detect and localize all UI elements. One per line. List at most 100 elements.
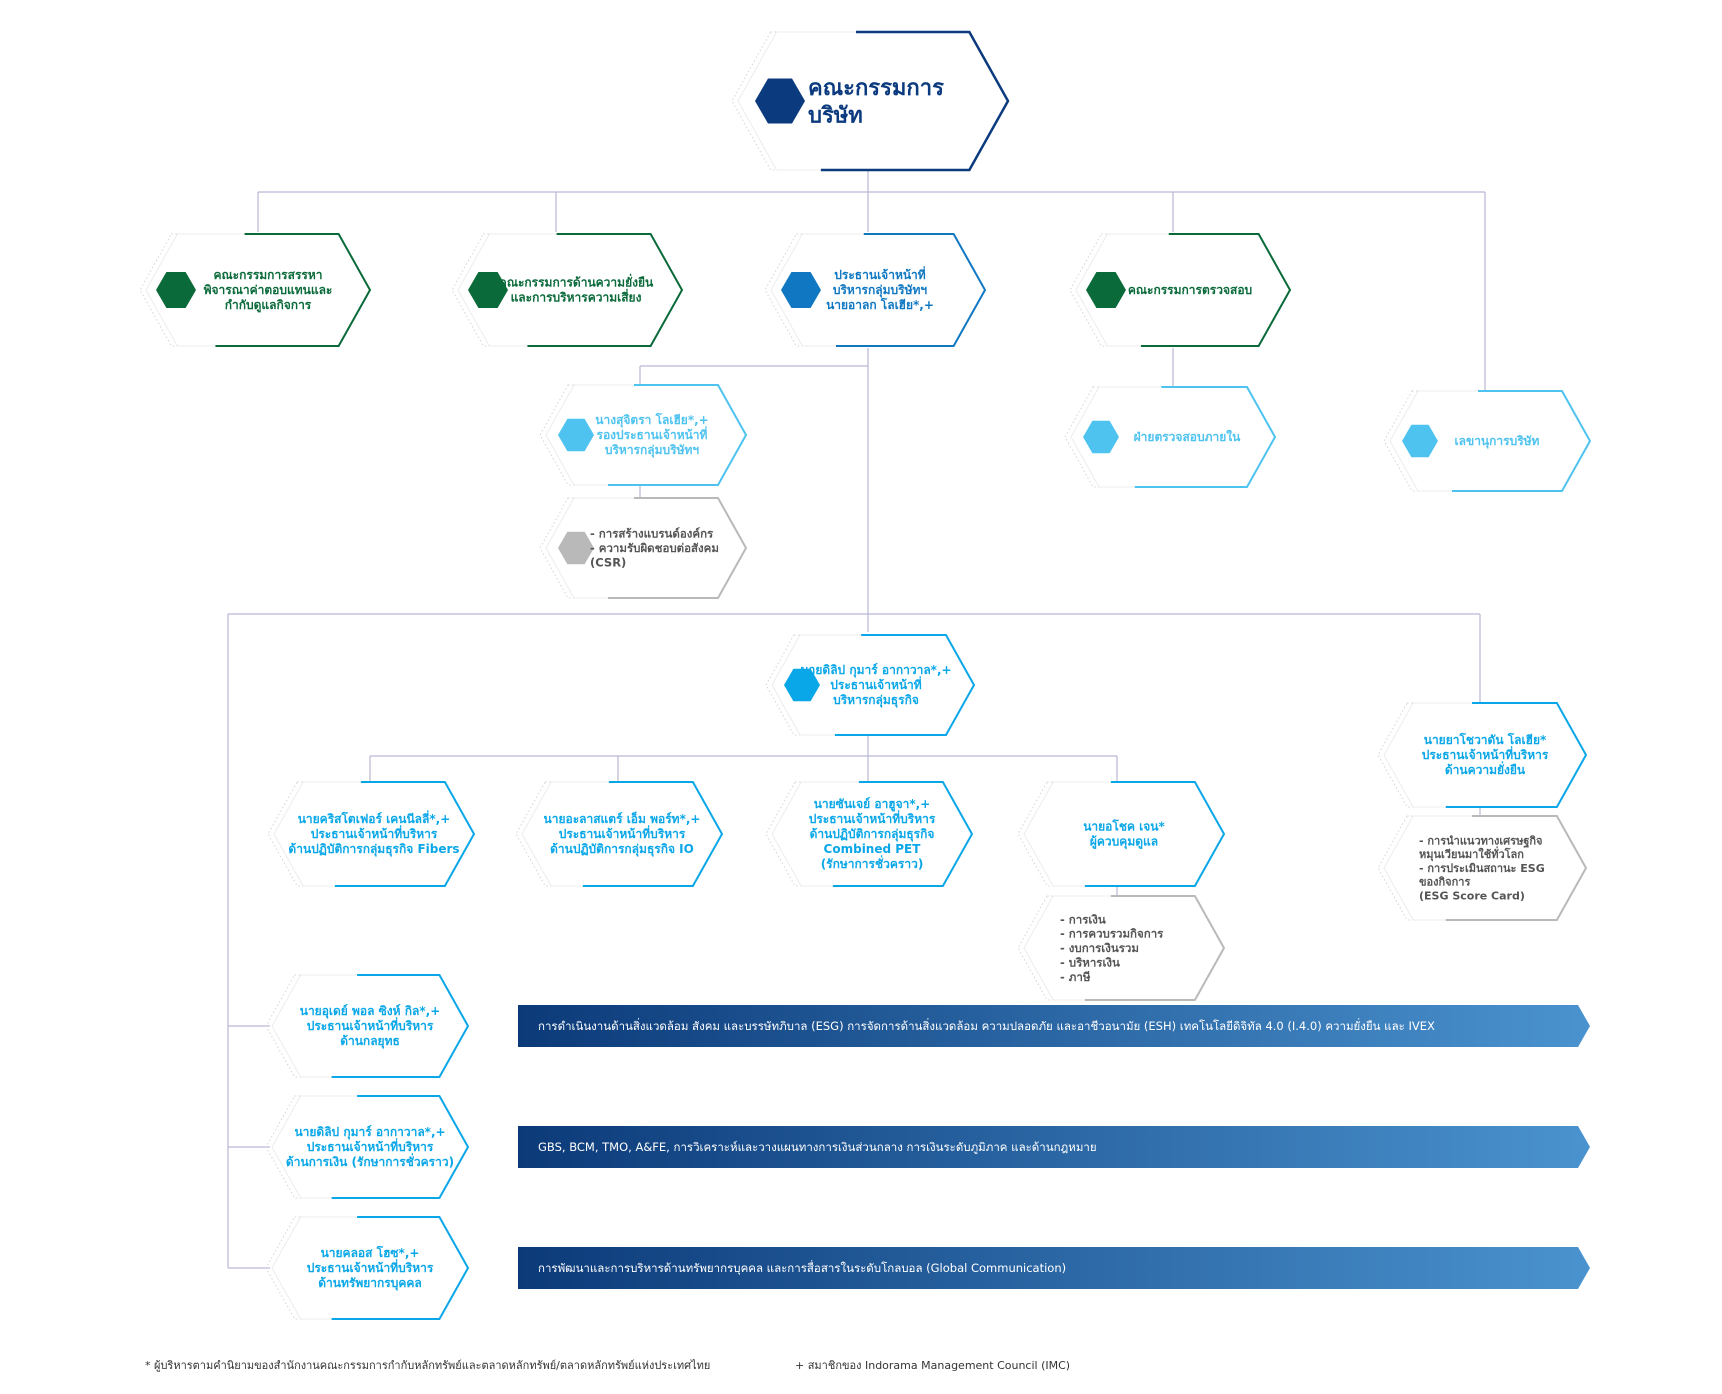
node-text-line: Combined PET bbox=[824, 842, 922, 856]
node-text-line: ฝ่ายตรวจสอบภายใน bbox=[1134, 429, 1241, 444]
vice-ceo-node: นางสุจิตรา โลเฮีย*,+รองประธานเจ้าหน้าที่… bbox=[539, 384, 748, 486]
node-text-line: ประธานเจ้าหน้าที่ bbox=[830, 676, 921, 692]
business-ceo-node: นายดิลิป กุมาร์ อากาวาล*,+ประธานเจ้าหน้า… bbox=[765, 634, 976, 736]
node-accent-edge bbox=[527, 233, 684, 347]
node-text-line: ด้านความยั่งยืน bbox=[1445, 761, 1526, 777]
node-text-line: ประธานเจ้าหน้าที่บริหาร bbox=[307, 1259, 434, 1275]
footnote-imc: + สมาชิกของ Indorama Management Council … bbox=[795, 1359, 1071, 1372]
hexagon-icon bbox=[1402, 424, 1438, 458]
node-text-line: นายดิลิป กุมาร์ อากาวาล*,+ bbox=[294, 1125, 445, 1140]
function-bar: GBS, BCM, TMO, A&FE, การวิเคราะห์และวางแ… bbox=[518, 1126, 1590, 1168]
node-text-line: นายคลอส โฮซ*,+ bbox=[321, 1245, 420, 1260]
node-text-line: - การสร้างแบรนด์องค์กร bbox=[590, 527, 714, 541]
node-text-line: นายซันเจย์ อาฮูจา*,+ bbox=[814, 797, 931, 812]
node-accent-edge bbox=[331, 974, 470, 1078]
function-bars: การดำเนินงานด้านสิ่งแวดล้อม สังคม และบรร… bbox=[518, 1005, 1590, 1289]
hexagon-icon bbox=[1083, 420, 1119, 454]
group-ceo-node: ประธานเจ้าหน้าที่บริหารกลุ่มบริษัทฯนายอา… bbox=[764, 233, 987, 347]
node-text-line: ด้านปฏิบัติการกลุ่มธุรกิจ Fibers bbox=[288, 842, 459, 857]
node-text-line: - การประเมินสถานะ ESG bbox=[1419, 862, 1545, 875]
node-text-line: บริหารกลุ่มบริษัทฯ bbox=[833, 283, 928, 298]
function-bar: การพัฒนาและการบริหารด้านทรัพยากรบุคคล แล… bbox=[518, 1247, 1590, 1289]
node-text-line: คณะกรรมการ bbox=[808, 76, 944, 101]
node-accent-edge bbox=[582, 781, 724, 887]
node-text-line: ผู้ควบคุมดูแล bbox=[1090, 835, 1158, 850]
node-text-line: นายอโชค เจน* bbox=[1083, 819, 1165, 834]
node-text-line: และการบริหารความเสี่ยง bbox=[511, 289, 642, 305]
business-unit-node: นายซันเจย์ อาฮูจา*,+ประธานเจ้าหน้าที่บริ… bbox=[765, 781, 974, 887]
sustainability-head-node: นายยาโชวาดัน โลเฮีย*ประธานเจ้าหน้าที่บริ… bbox=[1377, 702, 1588, 808]
node-accent-edge bbox=[820, 30, 1010, 172]
hexagon-icon bbox=[1086, 272, 1126, 308]
node-text-line: (ESG Score Card) bbox=[1419, 889, 1525, 902]
sustainability-duties-node: - การนำแนวทางเศรษฐกิจหมุนเวียนมาใช้ทั่วโ… bbox=[1377, 815, 1588, 921]
function-bar: การดำเนินงานด้านสิ่งแวดล้อม สังคม และบรร… bbox=[518, 1005, 1590, 1047]
business-unit-node: นายอโชค เจน*ผู้ควบคุมดูแล bbox=[1017, 781, 1226, 887]
function-bar-text: GBS, BCM, TMO, A&FE, การวิเคราะห์และวางแ… bbox=[538, 1140, 1097, 1154]
functional-head-node: นายอุเดย์ พอล ซิงห์ กิล*,+ประธานเจ้าหน้า… bbox=[265, 974, 470, 1078]
node-text-line: ประธานเจ้าหน้าที่บริหาร bbox=[1422, 746, 1549, 762]
function-bar-text: การดำเนินงานด้านสิ่งแวดล้อม สังคม และบรร… bbox=[538, 1018, 1435, 1033]
node-text-line: ประธานเจ้าหน้าที่บริหาร bbox=[559, 825, 686, 841]
nodes: คณะกรรมการบริษัทคณะกรรมการสรรหาพิจารณาค่… bbox=[139, 30, 1592, 1320]
node-accent-edge bbox=[834, 634, 976, 736]
node-text-line: ประธานเจ้าหน้าที่บริหาร bbox=[307, 1138, 434, 1154]
node-accent-edge bbox=[832, 781, 974, 887]
node-accent-edge bbox=[331, 1095, 470, 1199]
connector-lines bbox=[227, 170, 1486, 1269]
node-text-line: ประธานเจ้าหน้าที่บริหาร bbox=[307, 1017, 434, 1033]
node-text-line: ด้านการเงิน (รักษาการชั่วคราว) bbox=[286, 1153, 454, 1169]
node-text-line: พิจารณาค่าตอบแทนและ bbox=[204, 283, 333, 297]
node-accent-edge bbox=[334, 781, 476, 887]
node-accent-edge bbox=[1445, 815, 1588, 921]
function-bar-text: การพัฒนาและการบริหารด้านทรัพยากรบุคคล แล… bbox=[538, 1260, 1066, 1275]
business-unit-node: นายคริสโตเฟอร์ เคนนีลลี่*,+ประธานเจ้าหน้… bbox=[267, 781, 476, 887]
node-text-line: ประธานเจ้าหน้าที่ bbox=[834, 266, 925, 282]
hexagon-icon bbox=[558, 531, 594, 565]
hexagon-icon bbox=[755, 78, 805, 124]
secretary-node: เลขานุการบริษัท bbox=[1383, 390, 1592, 492]
hexagon-icon bbox=[156, 272, 196, 308]
node-ghost-outline bbox=[265, 1216, 463, 1320]
functional-head-node: นายดิลิป กุมาร์ อากาวาล*,+ประธานเจ้าหน้า… bbox=[265, 1095, 470, 1199]
node-accent-edge bbox=[1445, 702, 1588, 808]
node-text-line: นางสุจิตรา โลเฮีย*,+ bbox=[595, 412, 708, 428]
footnote-executive: * ผู้บริหารตามคำนิยามของสำนักงานคณะกรรมก… bbox=[145, 1359, 711, 1372]
node-accent-edge bbox=[835, 233, 987, 347]
node-text-line: นายยาโชวาดัน โลเฮีย* bbox=[1424, 732, 1547, 747]
node-text-line: - การนำแนวทางเศรษฐกิจ bbox=[1419, 834, 1543, 848]
node-text-line: - การเงิน bbox=[1060, 912, 1106, 926]
node-text-line: ด้านกลยุทธ bbox=[340, 1034, 400, 1049]
node-text-line: - การควบรวมกิจการ bbox=[1060, 927, 1164, 941]
hexagon-icon bbox=[781, 272, 821, 308]
node-accent-edge bbox=[331, 1216, 470, 1320]
node-accent-edge bbox=[1452, 390, 1592, 492]
node-text-line: บริหารกลุ่มธุรกิจ bbox=[833, 693, 919, 708]
node-accent-edge bbox=[1134, 386, 1277, 488]
node-text-line: บริหารกลุ่มบริษัทฯ bbox=[605, 443, 700, 458]
node-text-line: นายดิลิป กุมาร์ อากาวาล*,+ bbox=[800, 663, 951, 678]
hexagon-icon bbox=[784, 668, 820, 702]
node-text-line: นายอุเดย์ พอล ซิงห์ กิล*,+ bbox=[300, 1004, 441, 1019]
node-text-line: - บริหารเงิน bbox=[1060, 955, 1120, 969]
function-bar-shape bbox=[518, 1126, 1590, 1168]
node-text-line: รองประธานเจ้าหน้าที่ bbox=[597, 426, 708, 442]
node-text-line: หมุนเวียนมาใช้ทั่วโลก bbox=[1419, 846, 1524, 862]
node-text-line: (รักษาการชั่วคราว) bbox=[821, 855, 924, 871]
node-text-line: นายอะลาสแตร์ เอ็ม พอร์ท*,+ bbox=[544, 811, 701, 826]
node-ghost-outline bbox=[265, 1095, 463, 1199]
node-text-line: ด้านทรัพยากรบุคคล bbox=[318, 1276, 422, 1291]
internal-audit-node: ฝ่ายตรวจสอบภายใน bbox=[1064, 386, 1277, 488]
node-text-line: คณะกรรมการสรรหา bbox=[214, 268, 323, 282]
node-accent-edge bbox=[608, 497, 748, 599]
node-accent-edge bbox=[1140, 233, 1292, 347]
node-text-line: ประธานเจ้าหน้าที่บริหาร bbox=[311, 825, 438, 841]
committee-audit: คณะกรรมการตรวจสอบ bbox=[1069, 233, 1292, 347]
committee-sustainability-risk: คณะกรรมการด้านความยั่งยืนและการบริหารควา… bbox=[451, 233, 684, 347]
node-text-line: ของกิจการ bbox=[1419, 876, 1470, 889]
committee-nomination: คณะกรรมการสรรหาพิจารณาค่าตอบแทนและกำกับด… bbox=[139, 233, 372, 347]
node-text-line: เลขานุการบริษัท bbox=[1455, 434, 1540, 449]
node-text-line: บริษัท bbox=[808, 104, 863, 129]
node-text-line: (CSR) bbox=[590, 555, 626, 569]
